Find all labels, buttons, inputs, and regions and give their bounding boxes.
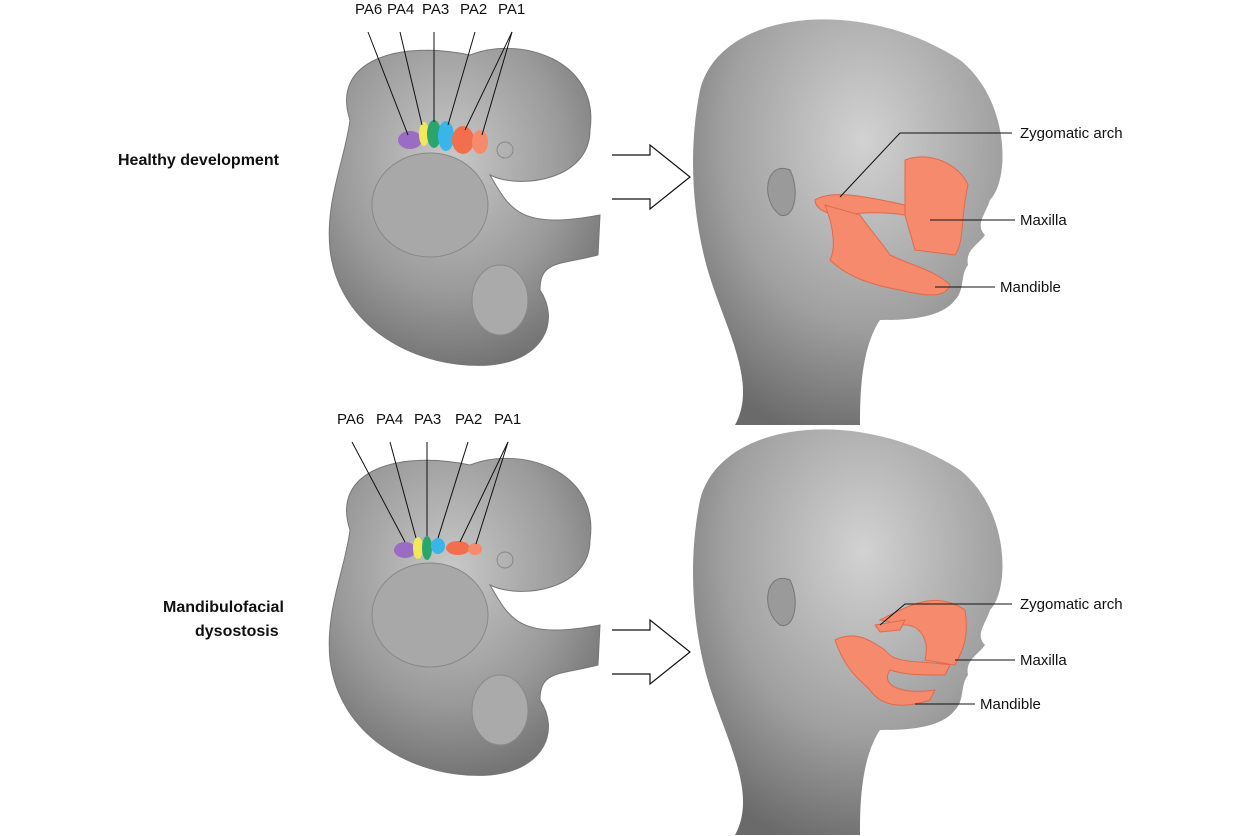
label-zygomatic-arch: Zygomatic arch [1020,596,1123,613]
arrow-icon [612,143,691,211]
panel-mandibulofacial-dysostosis: Mandibulofacial dysostosis PA6 PA4 [163,411,1123,836]
label-pa6: PA6 [337,411,364,428]
label-pa6: PA6 [355,1,382,18]
arch-pa2 [431,538,445,554]
pharyngeal-arches [398,120,488,154]
label-mandible: Mandible [1000,279,1061,296]
label-mandible: Mandible [980,696,1041,713]
label-pa4: PA4 [376,411,403,428]
label-pa1: PA1 [494,411,521,428]
panel-healthy: Healthy development PA6 PA4 PA3 PA2 PA1 [118,1,1123,426]
condition-label-line2: dysostosis [195,623,279,640]
label-pa1: PA1 [498,1,525,18]
face-leaders [879,603,1015,705]
label-pa3: PA3 [414,411,441,428]
arch-leaders [367,31,513,136]
label-pa4: PA4 [387,1,414,18]
arch-leaders [351,441,509,545]
arch-pa3 [427,120,441,148]
embryo [328,457,601,776]
facial-bones [814,156,969,296]
arch-pa1 [452,126,474,154]
arch-pa2 [438,121,454,151]
label-zygomatic-arch: Zygomatic arch [1020,125,1123,142]
label-pa3: PA3 [422,1,449,18]
arch-pa1b [472,130,488,154]
pharyngeal-arches [394,536,482,560]
label-pa2: PA2 [455,411,482,428]
arch-pa4 [413,537,423,559]
arrow-icon [612,618,691,686]
arch-pa4 [419,122,429,146]
arch-pa1b [468,543,482,555]
condition-label-line1: Mandibulofacial [163,599,284,616]
facial-bones [834,600,967,706]
arch-pa6 [398,131,422,149]
face-leaders [839,132,1015,288]
label-pa2: PA2 [460,1,487,18]
label-maxilla: Maxilla [1020,212,1067,229]
embryo [328,47,601,366]
arch-pa3 [422,536,432,560]
arch-pa1 [446,541,470,555]
condition-label: Healthy development [118,152,280,169]
label-maxilla: Maxilla [1020,652,1067,669]
arch-pa6 [394,542,416,558]
